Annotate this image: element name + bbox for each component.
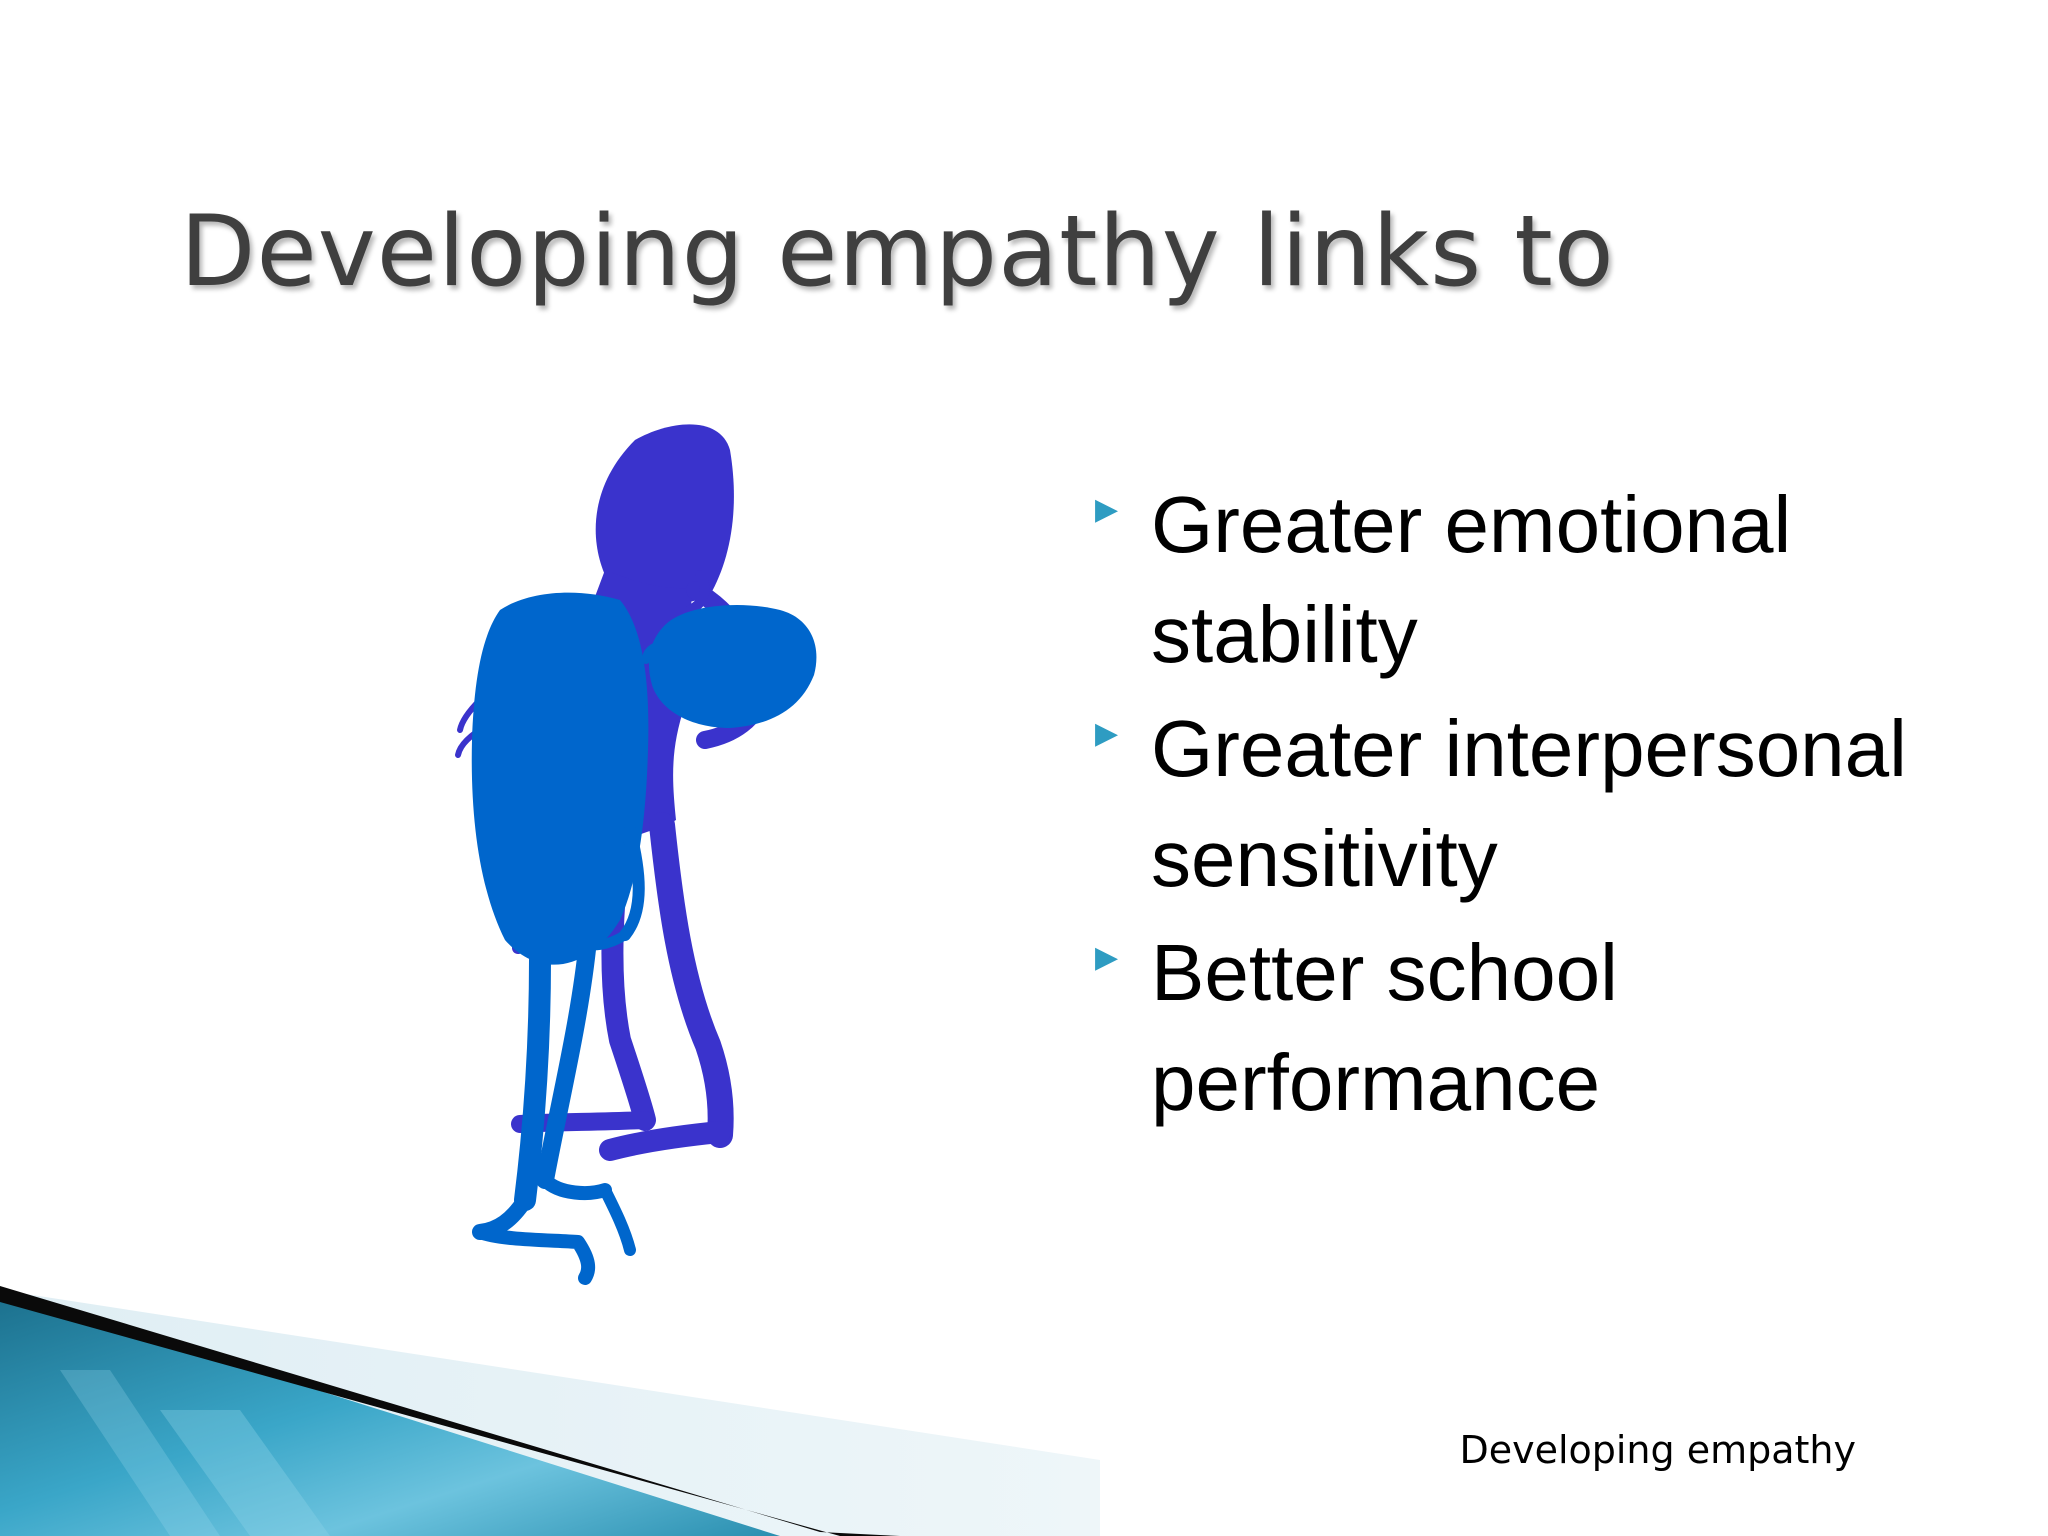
hugging-figures-illustration xyxy=(455,424,817,1285)
bullet-item: ▶ Greater interpersonal sensitivity xyxy=(1095,694,1915,914)
bullet-item: ▶ Greater emotional stability xyxy=(1095,470,1915,690)
bullet-text: Better school performance xyxy=(1151,928,1618,1127)
bullet-text: Greater emotional stability xyxy=(1151,480,1792,679)
triangle-right-icon: ▶ xyxy=(1095,717,1119,750)
bullet-item: ▶ Better school performance xyxy=(1095,918,1915,1138)
bullet-text: Greater interpersonal sensitivity xyxy=(1151,704,1907,903)
triangle-right-icon: ▶ xyxy=(1095,941,1119,974)
decorative-swoosh xyxy=(0,1286,1100,1536)
slide-footer: Developing empathy xyxy=(1459,1428,1856,1472)
slide-title: Developing empathy links to xyxy=(180,195,1615,309)
figure-front xyxy=(471,592,817,1285)
bullet-list: ▶ Greater emotional stability ▶ Greater … xyxy=(1095,470,1915,1142)
triangle-right-icon: ▶ xyxy=(1095,493,1119,526)
